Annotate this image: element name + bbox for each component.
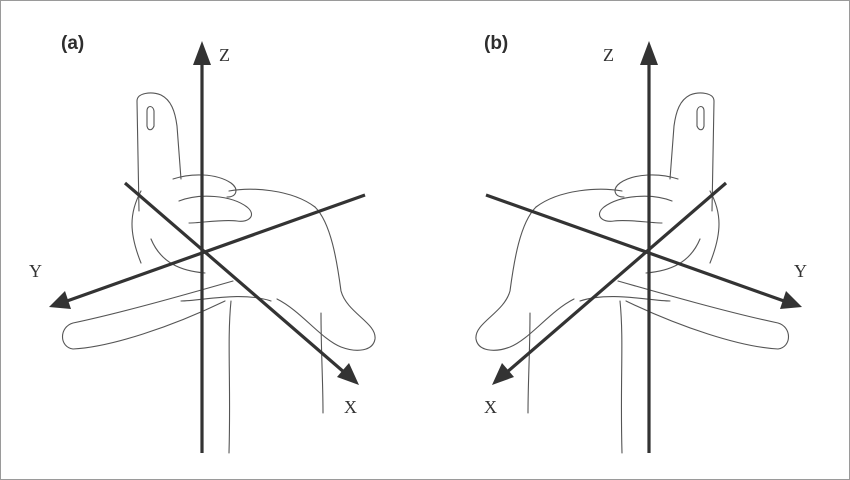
left-wrist-outer <box>320 312 324 414</box>
panel-a-x-arrowhead <box>337 363 359 385</box>
panel-a-y-arrowhead <box>49 291 71 309</box>
left-hand-drawing <box>61 92 376 454</box>
right-hand-back <box>475 206 575 351</box>
left-palm-edge <box>131 190 142 264</box>
right-thumb <box>669 92 715 212</box>
panel-b-x-arrowhead <box>492 363 514 385</box>
left-index-finger <box>61 280 234 350</box>
right-knuckles <box>535 188 623 208</box>
right-thumbnail <box>696 105 705 131</box>
left-wrist-inner <box>228 300 232 454</box>
left-thumbnail <box>146 105 155 131</box>
left-finger-2 <box>178 195 252 224</box>
panel-b: (b) Z Y X <box>475 33 807 454</box>
panel-a-z-label: Z <box>219 45 230 65</box>
panel-b-y-arrowhead <box>780 291 802 309</box>
panel-b-y-label: Y <box>794 261 807 281</box>
panel-b-z-label: Z <box>603 45 614 65</box>
panel-a-y-axis <box>66 193 366 303</box>
panel-a-y-label: Y <box>29 261 42 281</box>
right-wrist-inner <box>619 300 623 454</box>
right-finger-1 <box>614 174 679 198</box>
panel-a-axes <box>49 41 366 453</box>
right-finger-2 <box>599 195 673 224</box>
right-index-finger <box>617 280 790 350</box>
left-finger-1 <box>172 174 237 198</box>
panel-a-x-axis <box>123 181 347 375</box>
panel-b-y-axis <box>485 193 785 303</box>
left-hand-back <box>276 206 376 351</box>
right-palm-edge <box>709 190 720 264</box>
left-knuckles <box>228 188 316 208</box>
panel-a-label: (a) <box>61 33 84 54</box>
right-wrist-outer <box>527 312 531 414</box>
panel-b-x-label: X <box>484 397 497 417</box>
panel-b-x-axis <box>504 181 728 375</box>
panel-b-label: (b) <box>484 33 508 54</box>
panel-a: (a) <box>29 33 376 454</box>
right-hand-drawing <box>475 92 790 454</box>
panel-b-axes <box>485 41 802 453</box>
panel-a-z-arrowhead <box>193 41 211 65</box>
panel-b-z-arrowhead <box>640 41 658 65</box>
right-palm-crease <box>579 296 671 302</box>
panel-a-x-label: X <box>344 397 357 417</box>
left-thumb <box>136 92 182 212</box>
left-palm-crease <box>180 296 272 302</box>
